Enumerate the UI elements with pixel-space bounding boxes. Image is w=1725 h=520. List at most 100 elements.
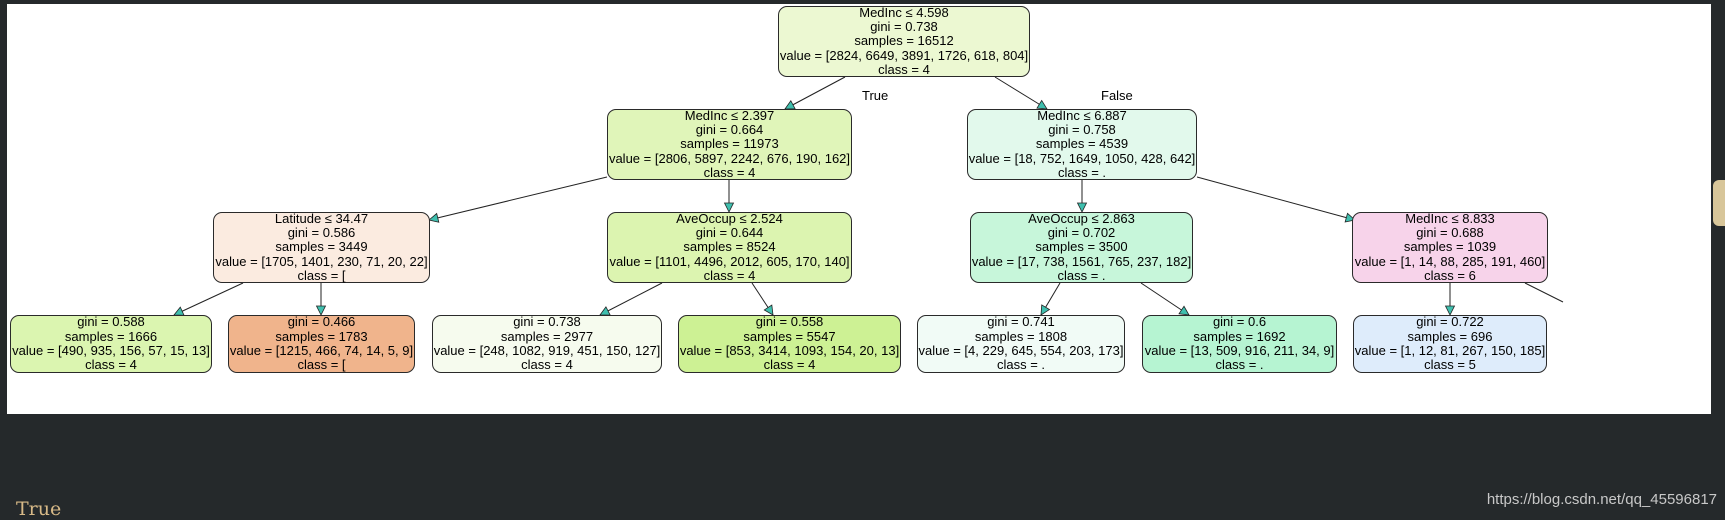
node-line: gini = 0.722 xyxy=(1416,314,1484,330)
node-line: samples = 1783 xyxy=(275,328,368,344)
node-line: MedInc ≤ 2.397 xyxy=(684,107,775,123)
node-line: gini = 0.6 xyxy=(1212,314,1267,330)
edge-n2-n6 xyxy=(1196,176,1356,223)
node-line: gini = 0.702 xyxy=(1047,225,1116,241)
watermark-url: https://blog.csdn.net/qq_45596817 xyxy=(1486,491,1717,508)
node-line: samples = 3500 xyxy=(1035,239,1128,255)
arrowhead xyxy=(1444,305,1456,316)
node-line: class = [ xyxy=(297,267,346,283)
node-line: MedInc ≤ 6.887 xyxy=(1037,107,1127,123)
node-line: value = [1215, 466, 74, 14, 5, 9] xyxy=(229,343,414,358)
arrowhead xyxy=(763,304,774,316)
node-line: samples = 1692 xyxy=(1193,328,1286,344)
node-line: value = [2806, 5897, 2242, 676, 190, 162… xyxy=(608,150,851,166)
node-line: gini = 0.741 xyxy=(987,314,1055,330)
node-line: class = . xyxy=(996,357,1046,373)
node-line: gini = 0.688 xyxy=(1416,225,1484,241)
node-line: gini = 0.466 xyxy=(287,314,356,330)
edge-n5-n11 xyxy=(1040,282,1061,316)
node-line: value = [1, 14, 88, 285, 191, 460] xyxy=(1354,253,1546,269)
node-line: class = 4 xyxy=(703,267,756,283)
edge-n4-n9 xyxy=(599,282,663,316)
node-line: samples = 2977 xyxy=(500,328,594,344)
node-line: class = . xyxy=(1057,164,1107,180)
node-line: value = [1, 12, 81, 267, 150, 185] xyxy=(1354,343,1546,358)
node-line: samples = 16512 xyxy=(854,33,954,49)
node-line: class = 4 xyxy=(85,357,137,373)
edge-n6-n13 xyxy=(1444,283,1456,316)
arrowhead xyxy=(1076,202,1088,213)
node-line: value = [248, 1082, 919, 451, 150, 127] xyxy=(433,343,661,358)
edge-n2-n5 xyxy=(1076,180,1088,213)
edge-n1-n3 xyxy=(428,176,608,223)
node-line: value = [2824, 6649, 3891, 1726, 618, 80… xyxy=(779,47,1029,63)
node-line: gini = 0.588 xyxy=(77,314,145,330)
node-line: value = [853, 3414, 1093, 154, 20, 13] xyxy=(679,343,900,358)
node-line: value = [490, 935, 156, 57, 15, 13] xyxy=(12,343,210,358)
arrowhead xyxy=(723,202,735,213)
node-line: class = . xyxy=(1057,267,1106,283)
node-line: value = [1101, 4496, 2012, 605, 170, 140… xyxy=(609,253,850,269)
node-line: samples = 3449 xyxy=(275,239,368,255)
node-line: gini = 0.738 xyxy=(870,19,938,35)
node-line: gini = 0.738 xyxy=(513,314,581,330)
arrowhead xyxy=(1040,304,1051,316)
node-line: value = [13, 509, 916, 211, 34, 9] xyxy=(1144,343,1335,358)
edge-n5-n12 xyxy=(1140,282,1190,316)
node-line: class = . xyxy=(1215,357,1264,373)
node-line: class = 4 xyxy=(878,61,930,77)
cell-output-text: True xyxy=(16,498,62,520)
node-line: samples = 4539 xyxy=(1035,136,1129,152)
node-line: class = 6 xyxy=(1424,267,1476,283)
node-line: Latitude ≤ 34.47 xyxy=(274,210,369,226)
node-line: samples = 11973 xyxy=(680,136,779,152)
node-line: MedInc ≤ 4.598 xyxy=(859,4,949,20)
node-line: class = 5 xyxy=(1424,357,1476,373)
node-line: gini = 0.664 xyxy=(695,122,764,138)
edge-root-n1 xyxy=(784,76,846,110)
node-line: class = 4 xyxy=(521,357,573,373)
edge-n1-n4 xyxy=(723,180,735,213)
arrowhead xyxy=(1036,99,1048,110)
scroll-thumb[interactable] xyxy=(1713,180,1725,226)
node-line: class = 4 xyxy=(763,357,816,373)
false-edge-label: False xyxy=(1101,88,1133,103)
node-line: value = [1705, 1401, 230, 71, 20, 22] xyxy=(215,253,428,269)
node-line: gini = 0.644 xyxy=(695,225,764,241)
arrowhead xyxy=(315,305,327,316)
node-line: AveOccup ≤ 2.863 xyxy=(1028,210,1135,226)
node-line: AveOccup ≤ 2.524 xyxy=(676,210,783,226)
node-line: gini = 0.558 xyxy=(755,314,824,330)
true-edge-label: True xyxy=(862,88,889,103)
edge-n3-n7 xyxy=(173,282,244,316)
node-line: value = [17, 738, 1561, 765, 237, 182] xyxy=(971,253,1192,269)
node-line: gini = 0.758 xyxy=(1048,122,1116,138)
node-line: gini = 0.586 xyxy=(287,225,356,241)
edge-n3-n8 xyxy=(315,283,327,316)
arrowhead xyxy=(1178,305,1190,316)
edge-root-n2 xyxy=(994,76,1048,110)
node-line: class = 4 xyxy=(703,164,756,180)
node-line: samples = 1808 xyxy=(974,328,1068,344)
edge-n6-offscreen xyxy=(1524,282,1564,303)
node-line: value = [18, 752, 1649, 1050, 428, 642] xyxy=(968,150,1196,166)
node-line: samples = 8524 xyxy=(683,239,776,255)
node-line: class = [ xyxy=(297,357,346,373)
node-line: MedInc ≤ 8.833 xyxy=(1405,210,1495,226)
arrowhead xyxy=(784,100,796,110)
